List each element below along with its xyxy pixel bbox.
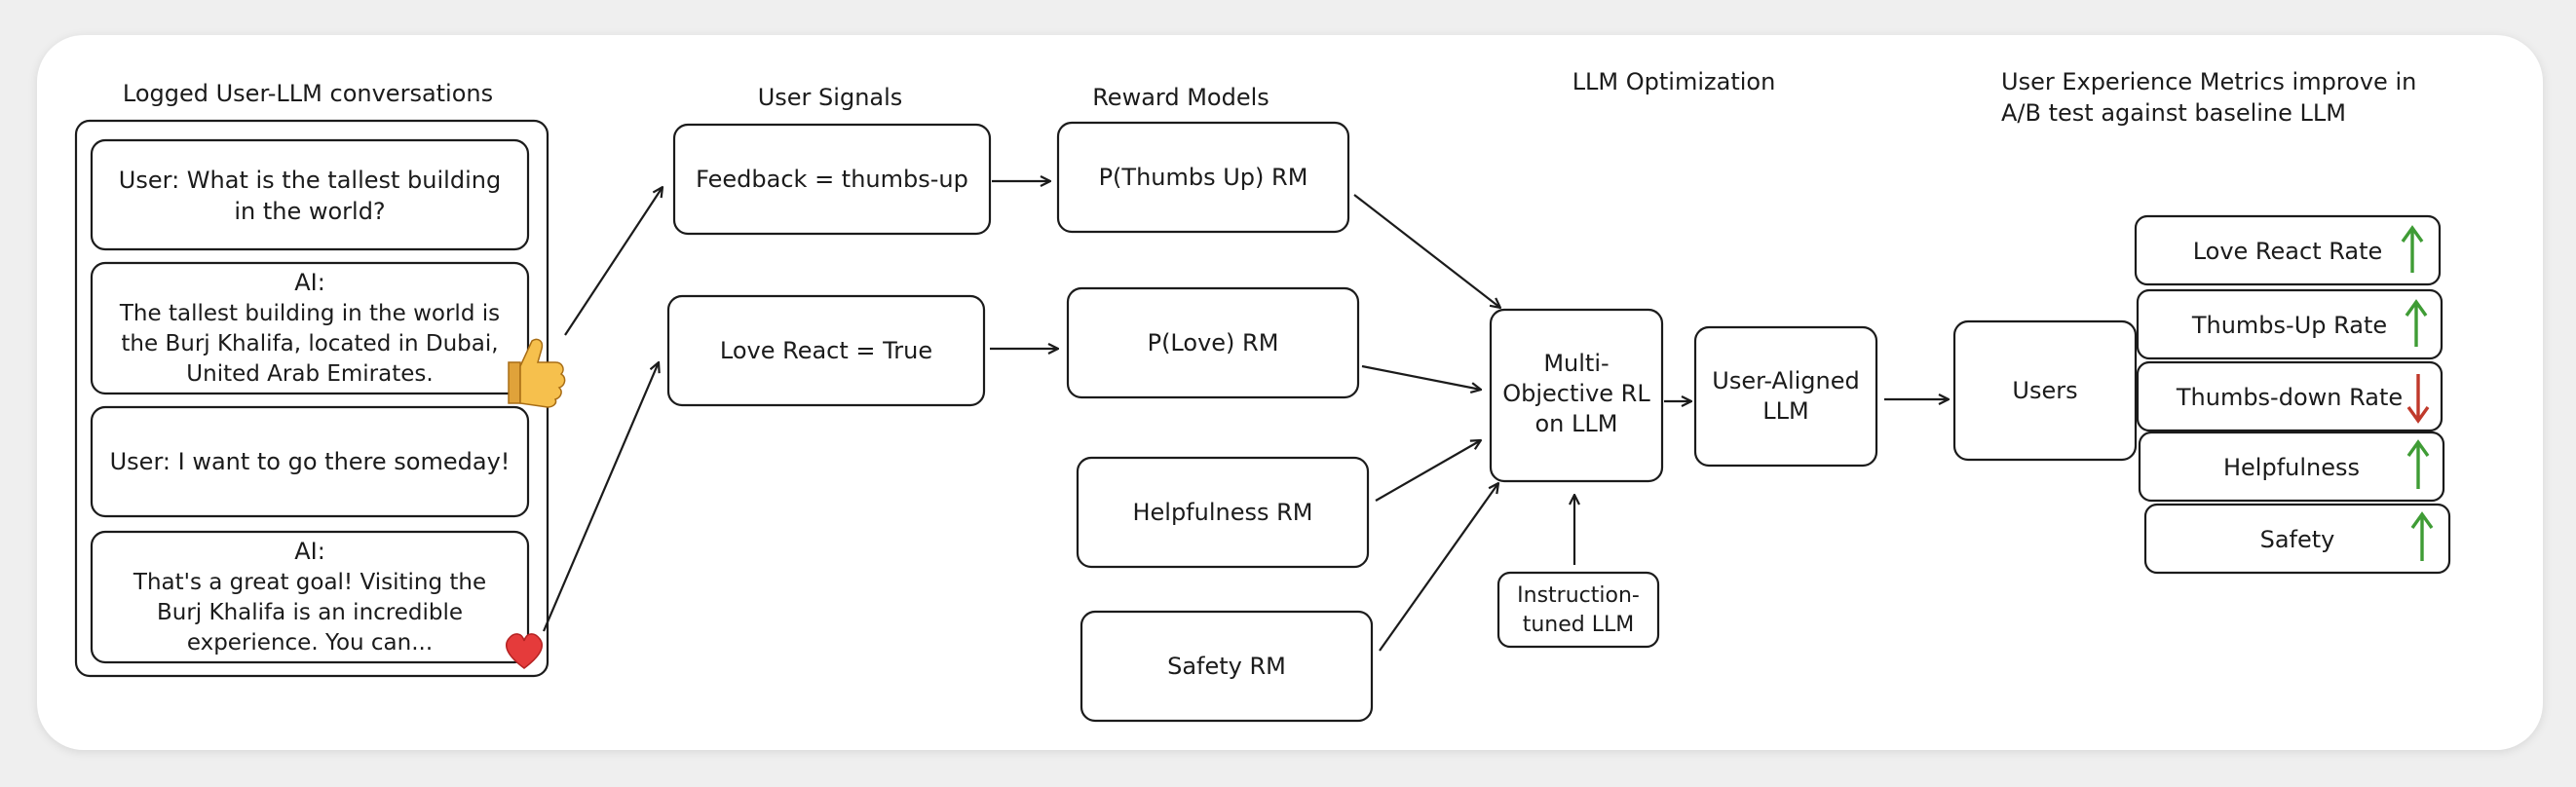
message-2-line-1: AI:: [294, 269, 325, 296]
message-3-line-1: User: I want to go there someday!: [110, 448, 511, 475]
aligned-line-2: LLM: [1762, 397, 1808, 425]
message-1-line-1: User: What is the tallest building: [119, 167, 501, 194]
rl-line-2: Objective RL: [1502, 380, 1650, 407]
metric-thumbs-down-rate-label: Thumbs-down Rate: [2176, 384, 2403, 411]
metric-thumbs-up-rate: Thumbs-Up Rate: [2136, 288, 2443, 360]
header-metrics-line1: User Experience Metrics improve in: [2001, 68, 2416, 95]
rm-thumbs-up-label: P(Thumbs Up) RM: [1099, 164, 1308, 191]
metric-love-react-rate-label: Love React Rate: [2193, 238, 2383, 265]
instruct-line-2: tuned LLM: [1523, 613, 1635, 637]
conversation-message-3: [90, 405, 530, 518]
arrow-helpfulness-rm-to-rl: [1375, 440, 1481, 502]
metric-safety-label: Safety: [2260, 526, 2335, 553]
signal-love-react-box: [666, 294, 986, 407]
rm-thumbs-up-box: [1056, 121, 1350, 234]
message-4-line-4: experience. You can...: [187, 630, 433, 656]
signal-thumbs-up-box: [672, 123, 992, 236]
metric-thumbs-down-rate: Thumbs-down Rate: [2136, 360, 2443, 432]
arrow-conv-to-thumbs-signal: [564, 187, 663, 336]
trend-up-icon: [2405, 299, 2428, 347]
rm-helpfulness-label: Helpfulness RM: [1132, 499, 1312, 526]
signal-love-react-label: Love React = True: [720, 337, 932, 364]
metric-thumbs-up-rate-label: Thumbs-Up Rate: [2191, 312, 2387, 339]
header-reward-models: Reward Models: [1092, 84, 1269, 111]
message-2-line-2: The tallest building in the world is: [119, 301, 500, 326]
message-2-line-3: the Burj Khalifa, located in Dubai,: [121, 331, 498, 356]
metric-love-react-rate: Love React Rate: [2134, 214, 2442, 286]
trend-up-icon: [2410, 511, 2434, 561]
message-2-line-4: United Arab Emirates.: [186, 361, 433, 387]
user-aligned-llm-box: [1693, 325, 1878, 468]
conversation-message-4: [90, 530, 530, 664]
header-user-signals: User Signals: [758, 84, 903, 111]
arrow-conv-to-love-signal: [542, 362, 659, 632]
message-4-line-2: That's a great goal! Visiting the: [133, 570, 486, 595]
header-llm-optimization: LLM Optimization: [1572, 68, 1776, 95]
rm-love-label: P(Love) RM: [1148, 329, 1279, 356]
metric-safety: Safety: [2143, 503, 2451, 575]
thumbs-up-icon: [508, 338, 566, 408]
conversation-message-1: [90, 138, 530, 251]
message-1-line-2: in the world?: [234, 198, 385, 225]
multi-objective-rl-box: [1489, 308, 1664, 483]
trend-up-icon: [2401, 225, 2424, 273]
conversation-message-2: [90, 261, 530, 395]
metric-helpfulness: Helpfulness: [2138, 431, 2445, 503]
rl-line-1: Multi-: [1543, 350, 1609, 377]
header-conversations: Logged User-LLM conversations: [123, 80, 493, 107]
rm-safety-box: [1080, 610, 1374, 723]
header-metrics-line2: A/B test against baseline LLM: [2001, 99, 2346, 127]
metric-helpfulness-label: Helpfulness: [2223, 454, 2360, 481]
signal-thumbs-up-label: Feedback = thumbs-up: [696, 166, 968, 193]
users-label: Users: [2012, 377, 2077, 404]
rm-safety-label: Safety RM: [1167, 653, 1286, 680]
message-4-line-1: AI:: [294, 538, 325, 565]
instruct-line-1: Instruction-: [1517, 583, 1640, 608]
rm-love-box: [1066, 286, 1360, 399]
trend-up-icon: [2406, 439, 2430, 489]
heart-icon: [505, 633, 544, 669]
users-box: [1952, 319, 2138, 462]
rm-helpfulness-box: [1076, 456, 1370, 569]
arrow-safety-rm-to-rl: [1379, 483, 1498, 652]
instruction-tuned-box: [1496, 571, 1660, 649]
arrow-thumbs-rm-to-rl: [1353, 194, 1500, 308]
message-4-line-3: Burj Khalifa is an incredible: [157, 600, 463, 625]
rl-line-3: on LLM: [1535, 410, 1618, 437]
trend-down-icon: [2406, 374, 2430, 424]
aligned-line-1: User-Aligned: [1712, 367, 1860, 394]
arrow-love-rm-to-rl: [1361, 364, 1481, 390]
